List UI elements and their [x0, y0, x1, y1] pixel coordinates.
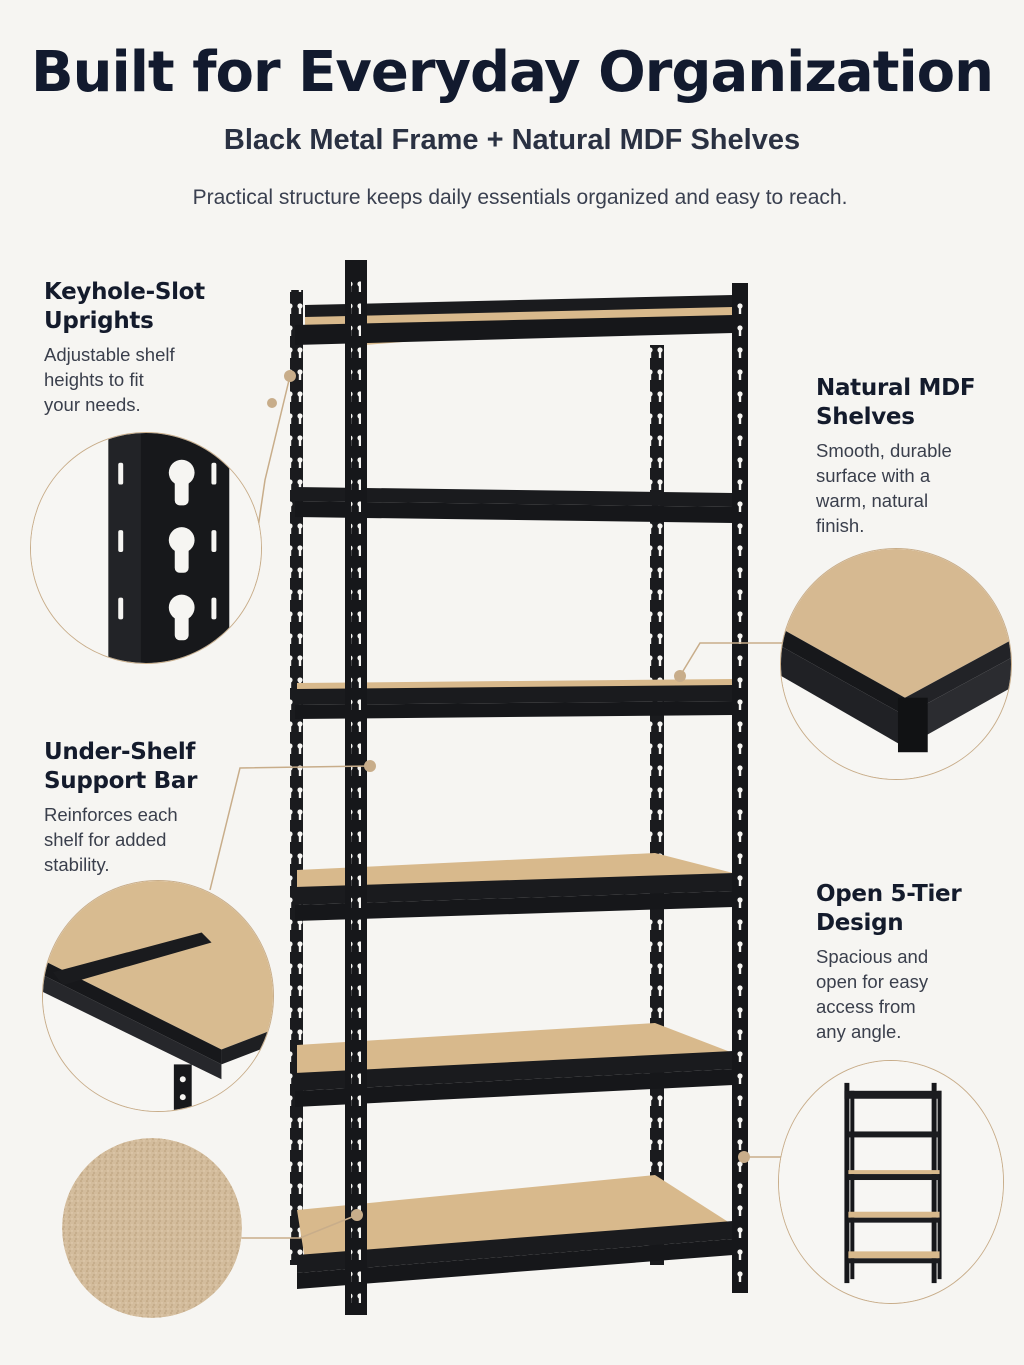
support-bar-callout [42, 880, 274, 1112]
feature-title: Natural MDF Shelves [816, 374, 976, 432]
feature-title-line: Under-Shelf [44, 739, 196, 765]
shelf-6 [297, 1175, 733, 1289]
back-left-post-slots [290, 290, 303, 1265]
feature-title: Under-Shelf Support Bar [44, 738, 197, 796]
feature-description: Adjustable shelf heights to fit your nee… [44, 342, 205, 417]
mini-shelf-icon [779, 1061, 1003, 1303]
front-left-post-slots [351, 273, 361, 1303]
shelving-unit-illustration [290, 260, 748, 1315]
feature-description: Reinforces each shelf for added stabilit… [44, 802, 197, 877]
shelf-3 [295, 679, 735, 719]
feature-title-line: Shelves [816, 404, 915, 430]
feature-title-line: Support Bar [44, 768, 198, 794]
feature-desc-line: shelf for added [44, 829, 167, 850]
feature-desc-line: surface with a [816, 465, 931, 486]
callout-dot [267, 398, 277, 408]
feature-description: Smooth, durable surface with a warm, nat… [816, 438, 975, 538]
front-right-post-slots [735, 295, 745, 1285]
feature-desc-line: Reinforces each [44, 804, 178, 825]
mdf-texture-callout [62, 1138, 242, 1318]
feature-desc-line: access from [816, 996, 916, 1017]
feature-desc-line: Smooth, durable [816, 440, 952, 461]
page-subtitle: Black Metal Frame + Natural MDF Shelves [223, 124, 801, 156]
feature-desc-line: heights to fit [44, 369, 144, 390]
keyhole-slot-callout [30, 432, 262, 664]
shelf-5 [295, 1023, 733, 1107]
feature-desc-line: open for easy [816, 971, 929, 992]
page-title: Built for Everyday Organization [30, 40, 994, 105]
feature-desc-line: finish. [816, 515, 865, 536]
mdf-corner-callout [780, 548, 1012, 780]
feature-desc-line: Spacious and [816, 946, 929, 967]
keyhole-slot-icon [31, 433, 261, 663]
shelf-1 [295, 295, 735, 345]
feature-title: Keyhole-Slot Uprights [44, 278, 205, 336]
feature-keyhole-slot: Keyhole-Slot Uprights Adjustable shelf h… [44, 278, 205, 417]
feature-desc-line: any angle. [816, 1021, 902, 1042]
feature-open-design: Open 5-Tier Design Spacious and open for… [816, 880, 962, 1044]
page-tagline: Practical structure keeps daily essentia… [192, 186, 848, 209]
feature-title: Open 5-Tier Design [816, 880, 962, 938]
feature-desc-line: warm, natural [816, 490, 929, 511]
feature-title-line: Natural MDF [816, 375, 976, 401]
feature-title-line: Open 5-Tier [816, 881, 962, 907]
feature-desc-line: Adjustable shelf [44, 344, 175, 365]
feature-title-line: Uprights [44, 308, 154, 334]
feature-title-line: Keyhole-Slot [44, 279, 205, 305]
support-bar-icon [43, 881, 273, 1111]
shelf-4 [295, 853, 733, 921]
feature-title-line: Design [816, 910, 904, 936]
open-design-callout [778, 1060, 1004, 1304]
back-right-post-slots [650, 345, 664, 1265]
mdf-texture-icon [62, 1138, 242, 1318]
feature-description: Spacious and open for easy access from a… [816, 944, 961, 1044]
feature-natural-mdf: Natural MDF Shelves Smooth, durable surf… [816, 374, 976, 538]
mdf-corner-icon [781, 549, 1011, 779]
shelf-2 [295, 487, 733, 523]
feature-support-bar: Under-Shelf Support Bar Reinforces each … [44, 738, 197, 877]
feature-desc-line: stability. [44, 854, 110, 875]
feature-desc-line: your needs. [44, 394, 141, 415]
